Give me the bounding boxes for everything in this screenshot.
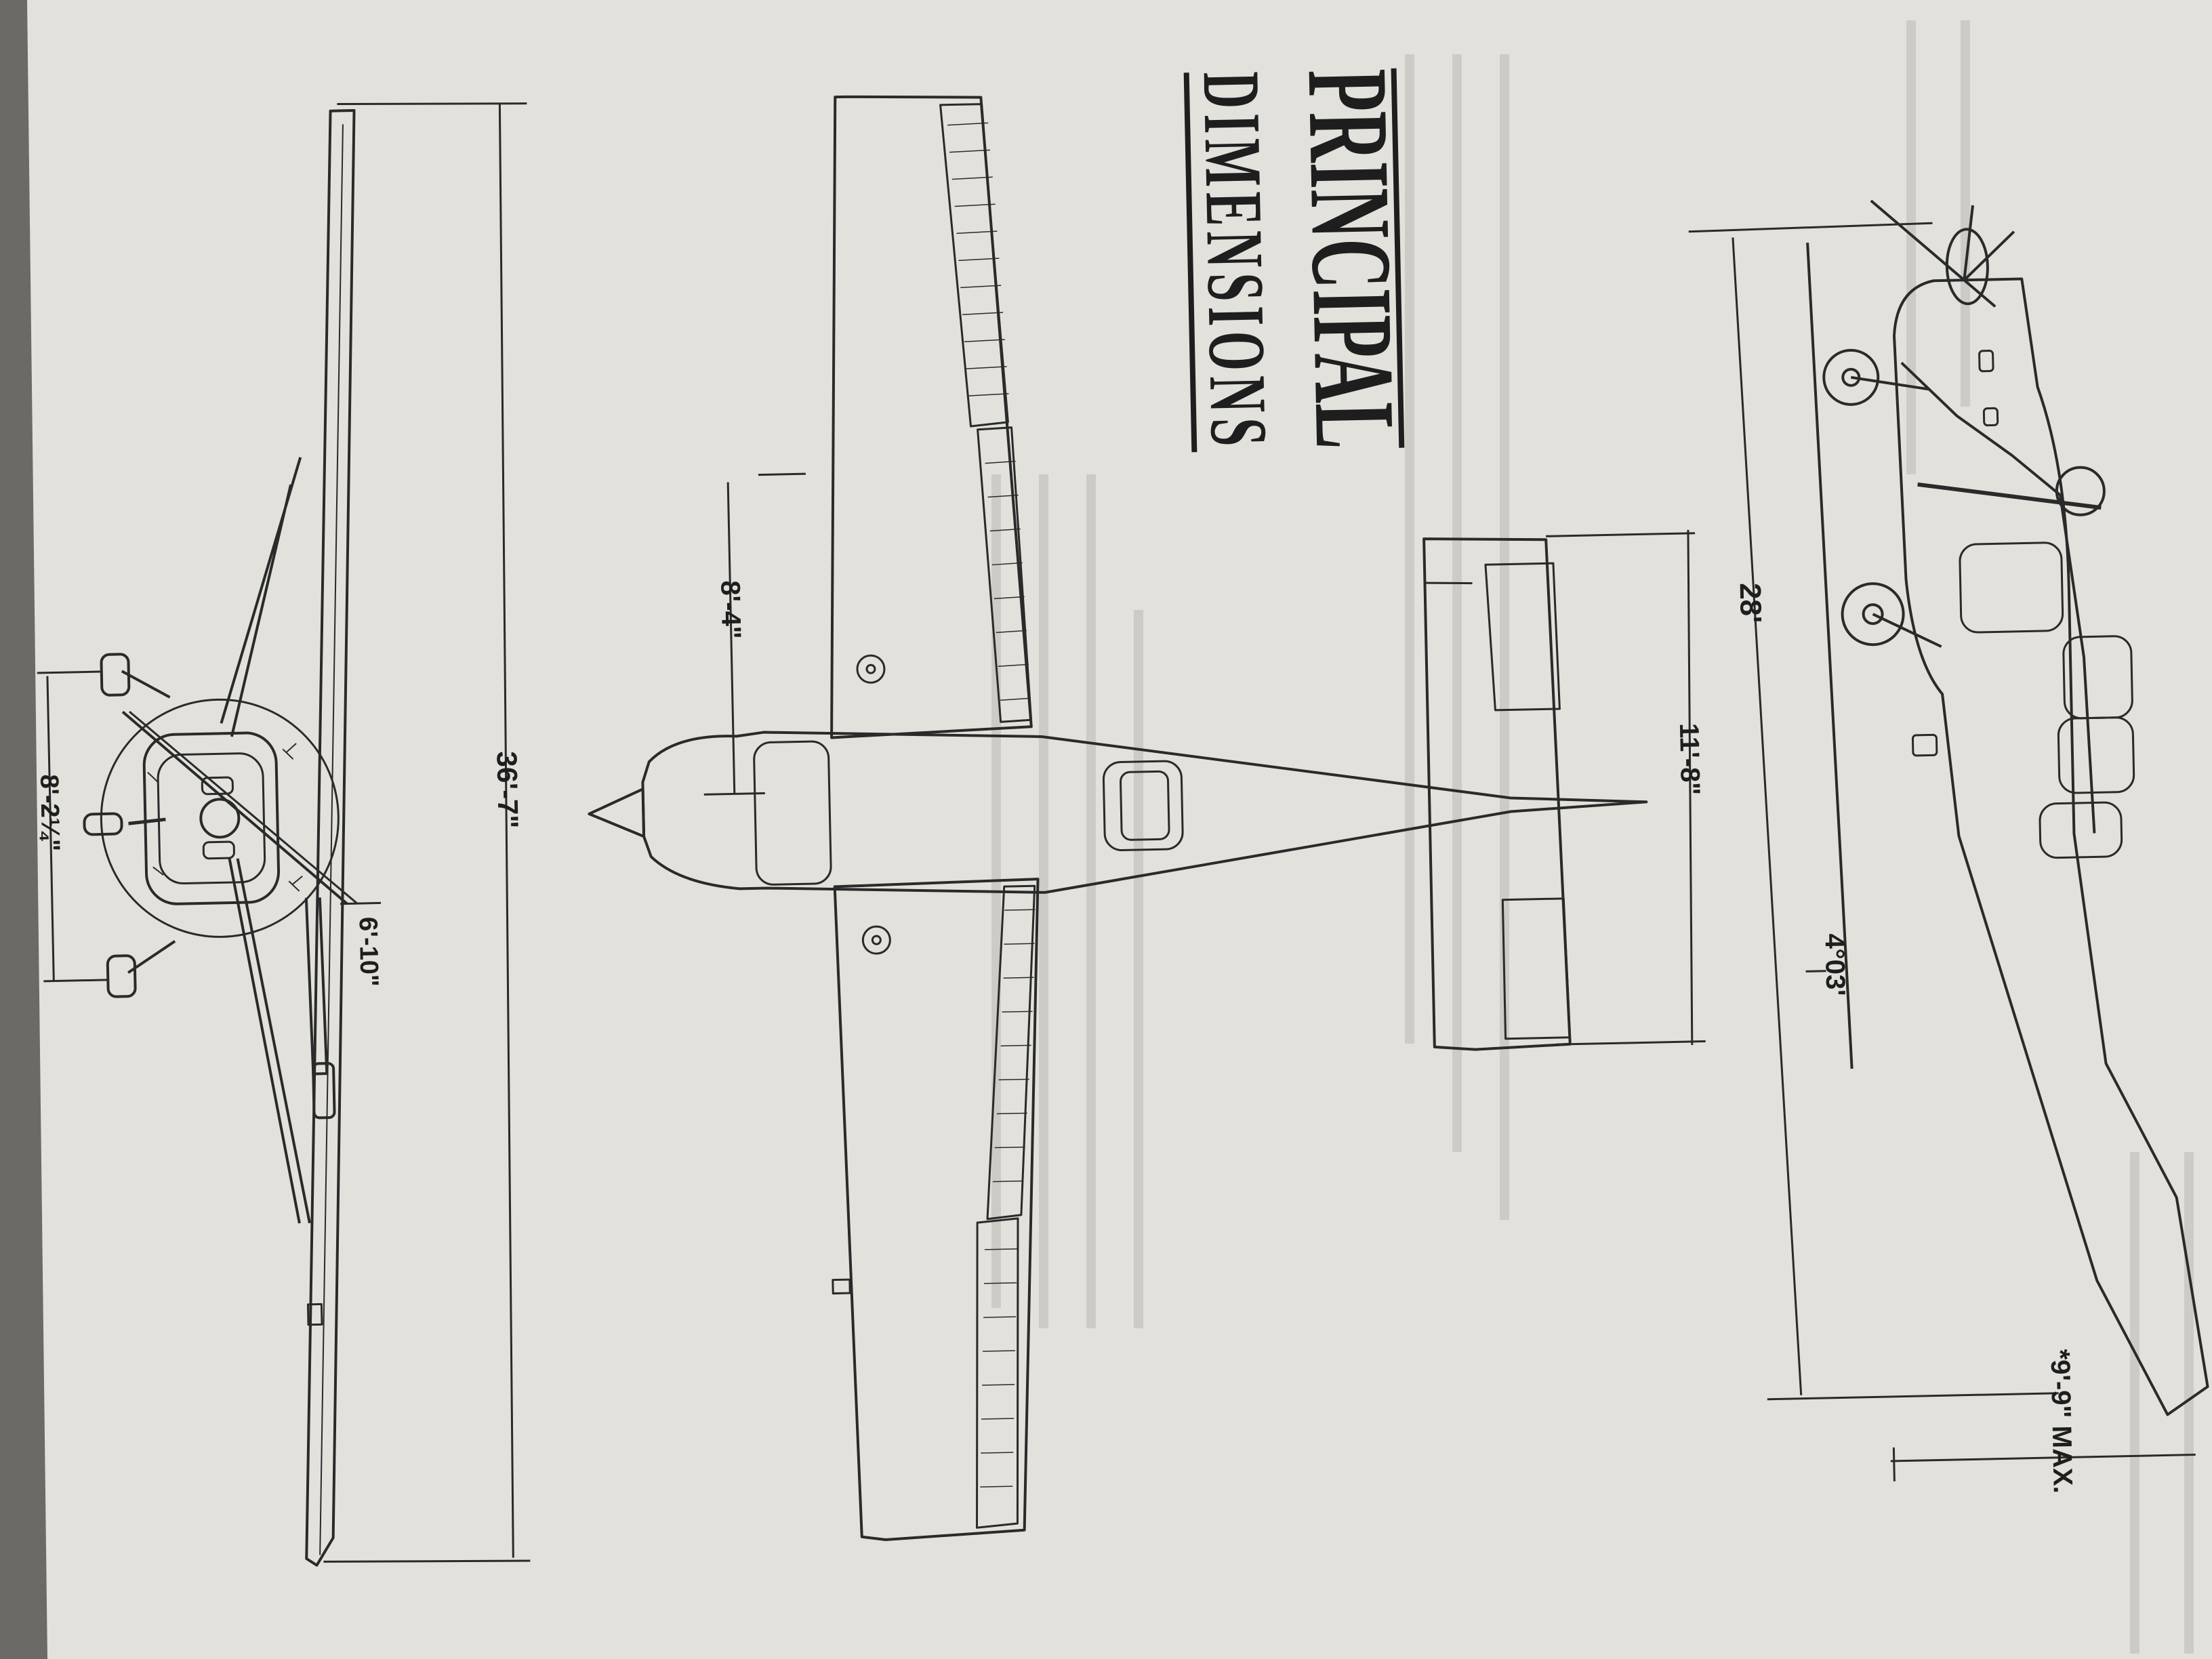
label-root-chord: 8'-4" <box>715 580 746 639</box>
side-dimensions <box>1688 222 2196 1481</box>
label-wingspan: 36'-7" <box>491 751 524 829</box>
nose-gear-front <box>128 817 166 825</box>
label-length: 28' <box>1734 583 1767 623</box>
gear-track-ext-top <box>37 670 102 674</box>
wingspan-ext-top <box>337 102 527 106</box>
title-rule-top <box>1183 73 1197 453</box>
fuel-cap-right <box>861 925 891 955</box>
dihedral-tick <box>1805 970 1826 972</box>
side-window-rear <box>2057 716 2135 794</box>
wing-strut-side <box>1917 482 2102 510</box>
side-fuselage <box>1892 277 2209 1416</box>
label-gear-track: 8'-2¼" <box>35 774 64 852</box>
main-gear-side <box>1872 613 1942 648</box>
side-view <box>1822 199 2209 1416</box>
wingspan-dim-line <box>498 104 514 1558</box>
aileron-left <box>939 103 1009 428</box>
max-height-tick <box>1892 1447 1896 1481</box>
front-strut-right <box>228 858 311 1224</box>
top-fuselage <box>641 731 1648 894</box>
prop-height-dim-line <box>129 710 359 905</box>
spinner-front <box>199 798 241 839</box>
label-propeller-height: 6'-10" <box>353 916 383 987</box>
flap-right <box>986 884 1036 1221</box>
plate-rotated: PRINCIPAL DIMENSIONS 6'-10" 8'-2¼" 36'-7… <box>35 68 2209 1567</box>
aileron-right <box>976 1217 1019 1529</box>
top-wing-right <box>833 878 1040 1542</box>
spinner-top <box>588 787 646 838</box>
main-wheel-left <box>100 653 131 697</box>
length-ext-bottom <box>1767 1392 2059 1401</box>
label-max-height: *9'-9" MAX. <box>2045 1349 2077 1494</box>
stab-span-ext-bottom <box>1556 1040 1706 1046</box>
root-chord-ext-bottom <box>703 792 765 796</box>
fuel-cap-left <box>856 654 886 684</box>
spinner-side <box>1945 228 1989 306</box>
paper-sheet <box>27 0 2212 1659</box>
max-height-dim-line <box>1890 1454 2196 1462</box>
gear-track-ext-bottom <box>43 979 108 983</box>
main-wheel-hub <box>1862 603 1884 626</box>
side-window-front <box>1959 541 2064 634</box>
flap-left <box>977 426 1033 723</box>
front-wing-trailing-line <box>319 124 344 1555</box>
title-dimensions: DIMENSIONS <box>1187 70 1285 452</box>
title-block: PRINCIPAL DIMENSIONS <box>1183 68 1420 453</box>
fuel-cap-left-inner <box>865 663 876 674</box>
cowl-inlet-lower <box>202 840 235 860</box>
root-chord-dim-line <box>726 482 736 794</box>
main-wheel-right <box>106 954 137 998</box>
stabilizer-tip-line <box>1425 581 1473 585</box>
side-cabin-outline <box>1900 361 2096 834</box>
cabin-window-top <box>1120 770 1170 841</box>
stab-span-dim-line <box>1687 529 1694 1045</box>
title-principal: PRINCIPAL <box>1284 68 1420 450</box>
front-hatch-marks <box>147 743 303 892</box>
tail-tip-front <box>312 1062 336 1120</box>
bleed-through-text <box>991 20 2194 1654</box>
nose-wheel-front <box>83 812 123 836</box>
horizontal-tail-front <box>304 897 329 1076</box>
cowl-vent-side <box>1982 407 1999 427</box>
front-nav-light <box>306 1303 323 1326</box>
fuel-cap-right-inner <box>871 935 882 945</box>
fuel-cap-side <box>2055 466 2106 516</box>
fuselage-front <box>142 731 281 905</box>
elevator-right <box>1501 897 1572 1040</box>
windshield-top <box>753 740 832 886</box>
belly-antenna-side <box>1911 733 1938 757</box>
horizontal-stabilizer <box>1422 537 1572 1051</box>
aileron-hatching <box>947 122 1036 1488</box>
front-wing <box>305 109 356 1567</box>
main-wheel-side <box>1841 582 1905 647</box>
stab-span-ext-top <box>1546 532 1696 537</box>
nav-light-top <box>832 1278 851 1295</box>
nose-wheel-hub <box>1841 367 1861 387</box>
nose-gear-side <box>1850 375 1929 391</box>
title-rule-bottom <box>1391 68 1405 448</box>
propeller-disc <box>100 698 340 938</box>
side-window-aft <box>2039 801 2123 859</box>
dimension-labels: 6'-10" 8'-2¼" 36'-7" 8'-4" 11'-8" 28' 4°… <box>35 580 2078 1494</box>
label-stab-span: 11'-8" <box>1674 722 1705 795</box>
propeller-blade-line <box>121 710 348 905</box>
wingspan-ext-bottom <box>323 1559 531 1563</box>
gear-track-dim-line <box>46 676 55 981</box>
cowl-door-side <box>1978 350 1994 373</box>
front-view <box>83 109 356 1567</box>
front-dimensions <box>37 102 531 1563</box>
ground-line-side <box>1806 243 1853 1069</box>
elevator-left <box>1484 562 1561 712</box>
label-dihedral: 4°03' <box>1819 933 1850 996</box>
length-dim-line <box>1732 237 1803 1395</box>
front-strut-left <box>220 457 302 737</box>
length-ext-top <box>1688 222 1933 233</box>
top-wing-left <box>830 95 1033 739</box>
top-view <box>588 95 1648 1542</box>
nose-wheel-side <box>1822 348 1880 406</box>
top-dimensions <box>703 472 1706 1046</box>
rear-window-top <box>1102 760 1184 852</box>
